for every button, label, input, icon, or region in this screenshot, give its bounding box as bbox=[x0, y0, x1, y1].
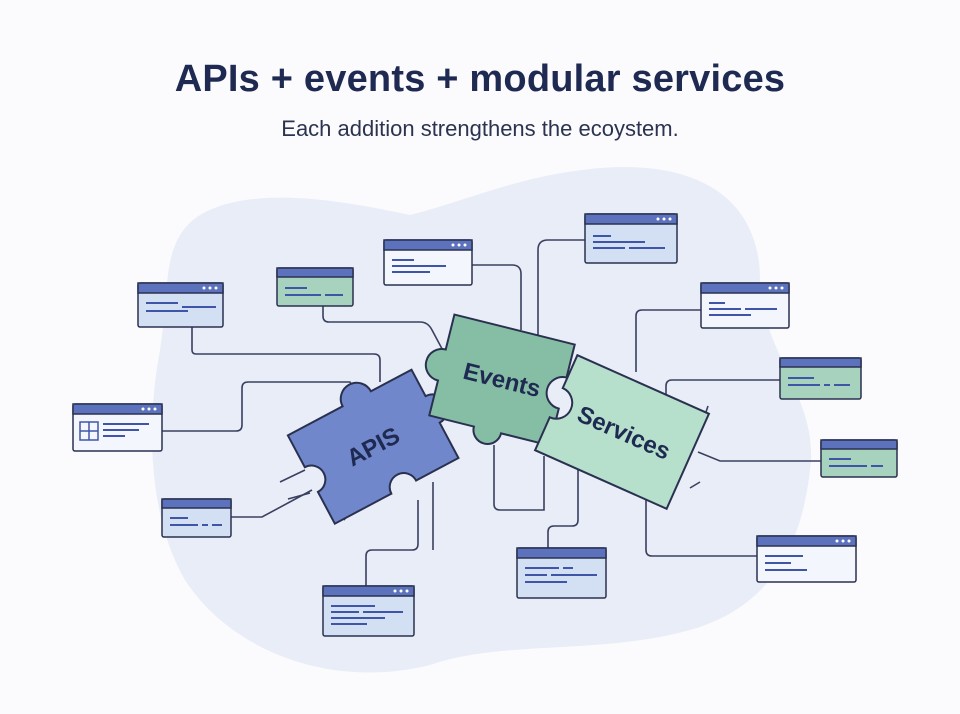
window-w2 bbox=[276, 267, 354, 307]
connector-line bbox=[665, 379, 780, 400]
connector-line bbox=[547, 470, 579, 548]
window-w9 bbox=[700, 282, 790, 329]
window-w6 bbox=[161, 498, 232, 538]
connector-line bbox=[365, 500, 419, 586]
window-w8 bbox=[516, 547, 607, 599]
connector-line bbox=[635, 309, 701, 372]
window-w1 bbox=[137, 282, 224, 328]
page-subtitle: Each addition strengthens the ecoystem. bbox=[281, 116, 679, 141]
connector-line bbox=[645, 500, 757, 557]
connector-line bbox=[493, 445, 545, 511]
connector-line bbox=[537, 239, 585, 340]
window-w7 bbox=[322, 585, 415, 637]
connector-line bbox=[472, 264, 522, 330]
window-w5 bbox=[72, 403, 163, 452]
puzzle-piece-apis: APIS bbox=[286, 368, 460, 526]
window-w3 bbox=[383, 239, 473, 286]
connector-line bbox=[162, 381, 361, 432]
connector-lines bbox=[162, 239, 821, 586]
window-w11 bbox=[820, 439, 898, 478]
connector-line bbox=[231, 489, 313, 518]
puzzle-piece-services: Services bbox=[533, 353, 711, 511]
connector-line bbox=[322, 306, 449, 361]
window-w10 bbox=[779, 357, 862, 400]
connector-line bbox=[287, 492, 311, 500]
grid-icon bbox=[79, 421, 99, 441]
connector-line bbox=[689, 481, 701, 489]
window-w12 bbox=[756, 535, 857, 583]
window-w4 bbox=[584, 213, 678, 264]
puzzle-piece-events: Events bbox=[424, 313, 576, 447]
connector-line bbox=[279, 469, 306, 483]
connector-line bbox=[191, 327, 381, 382]
connector-line bbox=[697, 451, 821, 462]
page-title: APIs + events + modular services bbox=[174, 58, 786, 100]
